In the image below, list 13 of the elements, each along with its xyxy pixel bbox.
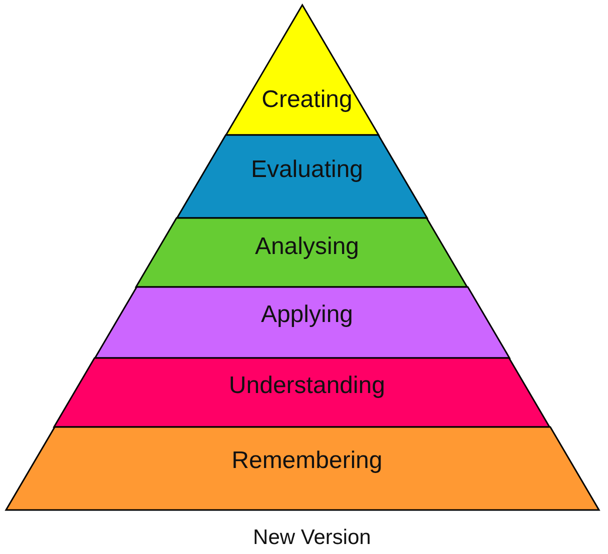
tier-label: Evaluating [250,156,364,184]
pyramid-tier [176,135,428,218]
pyramid-tier [54,358,550,427]
tier-label: Analysing [254,233,360,262]
caption: New Version [253,526,371,550]
tier-label: Applying [260,301,354,330]
tier-label: Remembering [232,446,382,475]
pyramid-tier [94,287,510,358]
pyramid-tier [136,218,468,287]
pyramid-tier [226,5,378,135]
tier-label: Understanding [228,372,386,400]
tier-label: Creating [262,86,352,114]
pyramid-tier [6,427,598,510]
